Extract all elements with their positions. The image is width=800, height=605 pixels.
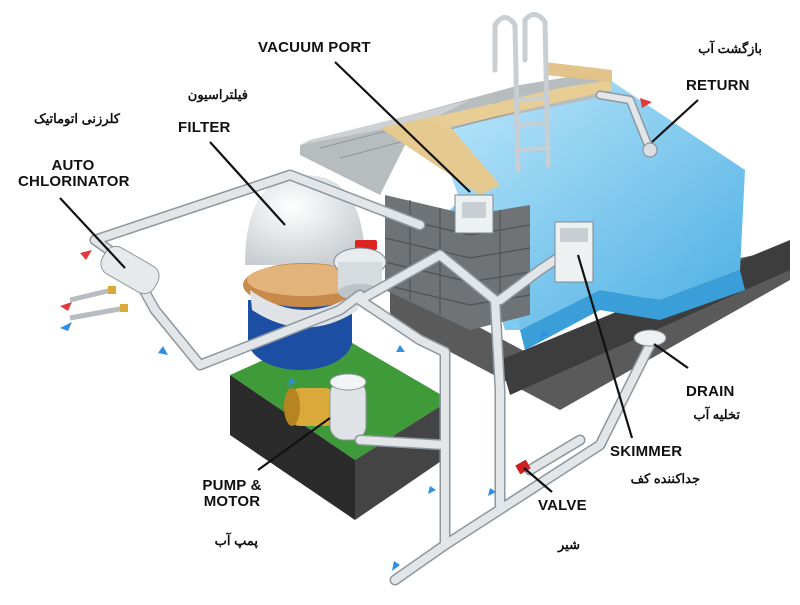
skimmer-unit [554,221,594,283]
return-label: RETURN [686,77,750,94]
pipe-network [89,90,656,586]
valve-label-fa: شیر [558,537,580,552]
valve-handle [515,459,531,475]
leader-vacuum-port [334,61,471,193]
skimmer-label-fa: جداکننده کف [630,471,700,486]
auto-chlorinator-label-line2: CHLORINATOR [18,172,130,190]
drain-grate [633,329,667,347]
leader-valve [523,467,553,493]
pump-motor-label-line2: MOTOR [203,492,261,510]
auto-chlorinator-label: AUTO CHLORINATOR [18,157,130,190]
vacuum-port-label: VACUUM PORT [258,39,371,56]
pump-motor [284,373,367,441]
leader-pump [257,417,331,471]
filter-label: FILTER [178,119,231,136]
leader-chlorinator [59,197,126,269]
return-label-fa: بازگشت آب [698,41,762,56]
valve-label: VALVE [538,497,587,514]
pump-motor-label-fa: پمپ آب [214,533,258,548]
skimmer-label: SKIMMER [610,443,683,460]
return-jet [642,142,658,158]
leader-filter [209,141,286,226]
flow-arrows [60,98,652,571]
pool-ladder [492,12,551,173]
leader-return [651,99,699,143]
leader-drain [653,343,689,369]
filter-label-fa: فیلتراسیون [187,87,248,102]
leader-lines [59,61,699,493]
auto-chlorinator-label-line1: AUTO [51,157,95,174]
pump-motor-label-line1: PUMP & [202,477,262,494]
pump-motor-label: PUMP & MOTOR [196,478,268,510]
leader-skimmer [576,254,634,439]
auto-chlorinator-label-fa: کلرزنی اتوماتیک [33,111,120,126]
vacuum-port-fitting [454,194,494,234]
drain-label: DRAIN [686,383,735,400]
drain-label-fa: تخلیه آب [693,407,740,422]
